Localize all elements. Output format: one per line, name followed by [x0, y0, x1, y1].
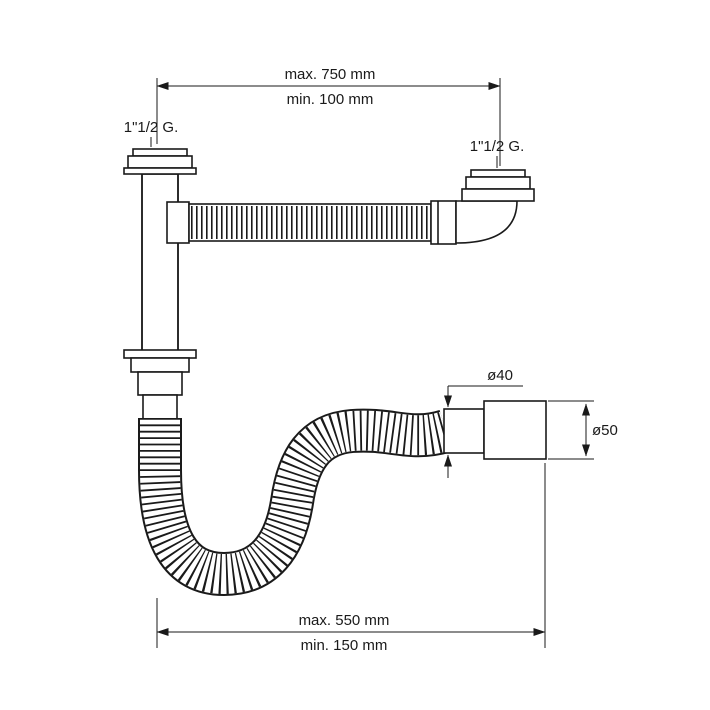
right-nut-body: [465, 176, 531, 190]
top-dim-max-label: max. 750 mm: [285, 66, 376, 83]
thread-left-label: 1"1/2 G.: [124, 119, 179, 136]
left-tailpiece: [123, 148, 197, 353]
outlet-pipe-body: [483, 400, 547, 460]
lower-tail-upper: [137, 371, 183, 396]
bottom-dimension: max. 550 mm min. 150 mm: [156, 463, 546, 654]
dia40-label: ø40: [487, 367, 513, 384]
hose-body: [140, 410, 452, 595]
lower-tail-lower: [142, 394, 178, 421]
right-elbow-fitting: [455, 169, 535, 244]
bottom-dim-max-label: max. 550 mm: [299, 612, 390, 629]
corrugated-left-collar: [166, 201, 190, 244]
lower-nut-flange: [123, 349, 197, 359]
thread-right-label: 1"1/2 G.: [470, 138, 525, 155]
thread-labels: 1"1/2 G. 1"1/2 G.: [124, 119, 525, 168]
outlet-pipe-inlet: [443, 408, 485, 454]
left-nut-body: [127, 155, 193, 169]
corrugated-tube-outline: [188, 203, 432, 242]
top-dim-min-label: min. 100 mm: [287, 91, 374, 108]
dia50-label: ø50: [592, 422, 618, 439]
corrugated-right-collar: [430, 200, 457, 245]
top-dimension: max. 750 mm min. 100 mm: [156, 66, 501, 166]
lower-nut-body: [130, 357, 190, 373]
right-nut-top-disc: [470, 169, 526, 178]
left-nut-top-disc: [132, 148, 188, 157]
left-pipe-fill: [141, 173, 179, 353]
lower-slip-nut: [123, 349, 197, 421]
bottom-dim-min-label: min. 150 mm: [301, 637, 388, 654]
right-nut-flange: [461, 188, 535, 202]
horizontal-corrugated-pipe: [166, 200, 457, 245]
outlet-pipe: [443, 400, 547, 460]
elbow-bend: [455, 200, 518, 244]
dia40-dimension: ø40: [444, 367, 523, 478]
flexible-hose: [138, 408, 453, 597]
dia50-dimension: ø50: [548, 400, 618, 460]
left-nut-flange: [123, 167, 197, 175]
